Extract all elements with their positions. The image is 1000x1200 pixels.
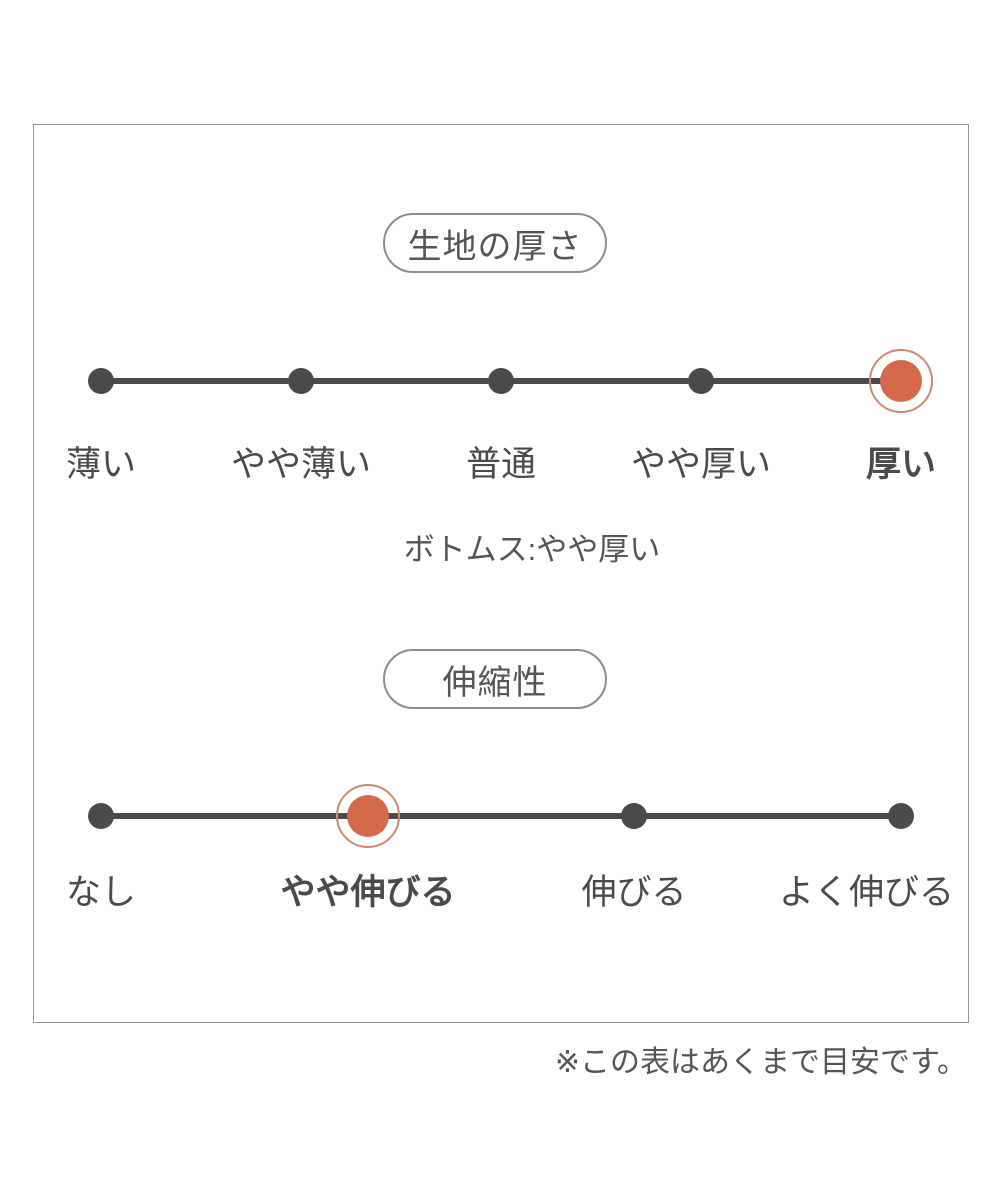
scale-label-no-stretch: なし xyxy=(65,873,137,912)
scale-title-fabric-thickness: 生地の厚さ xyxy=(383,213,607,273)
scale-label-somewhat-thick: やや厚い xyxy=(630,445,772,484)
scale-dot-somewhat-thin xyxy=(288,368,314,394)
selected-dot-thick xyxy=(880,360,922,402)
scale-dot-stretch xyxy=(621,803,647,829)
scale-dot-no-stretch xyxy=(88,803,114,829)
disclaimer-footnote: ※この表はあくまで目安です。 xyxy=(554,1046,967,1079)
stretchiness-title-label: 伸縮性 xyxy=(442,663,548,702)
scale-label-very-stretch: よく伸びる xyxy=(778,873,954,912)
scale-label-somewhat-thin: やや薄い xyxy=(230,445,372,484)
scale-label-thick: 厚い xyxy=(865,445,937,484)
selected-dot-somewhat-stretch xyxy=(347,795,389,837)
scale-label-thin: 薄い xyxy=(65,445,137,484)
scale-title-stretchiness: 伸縮性 xyxy=(383,649,607,709)
spec-frame: 生地の厚さ 薄い やや薄い 普通 やや厚い 厚い ボトムス:やや厚い 伸縮性 な… xyxy=(33,124,969,1023)
scale-label-stretch: 伸びる xyxy=(581,873,687,912)
scale-dot-somewhat-thick xyxy=(688,368,714,394)
scale-dot-thin xyxy=(88,368,114,394)
fabric-thickness-title-label: 生地の厚さ xyxy=(407,227,583,266)
scale-label-normal: 普通 xyxy=(465,445,537,484)
bottoms-annotation: ボトムス:やや厚い xyxy=(403,532,661,567)
selected-ring-somewhat-stretch xyxy=(336,784,400,848)
scale-dot-normal xyxy=(488,368,514,394)
scale-label-somewhat-stretch: やや伸びる xyxy=(280,873,456,912)
scale-dot-very-stretch xyxy=(888,803,914,829)
stretchiness-track xyxy=(101,813,901,819)
selected-ring-thick xyxy=(869,349,933,413)
